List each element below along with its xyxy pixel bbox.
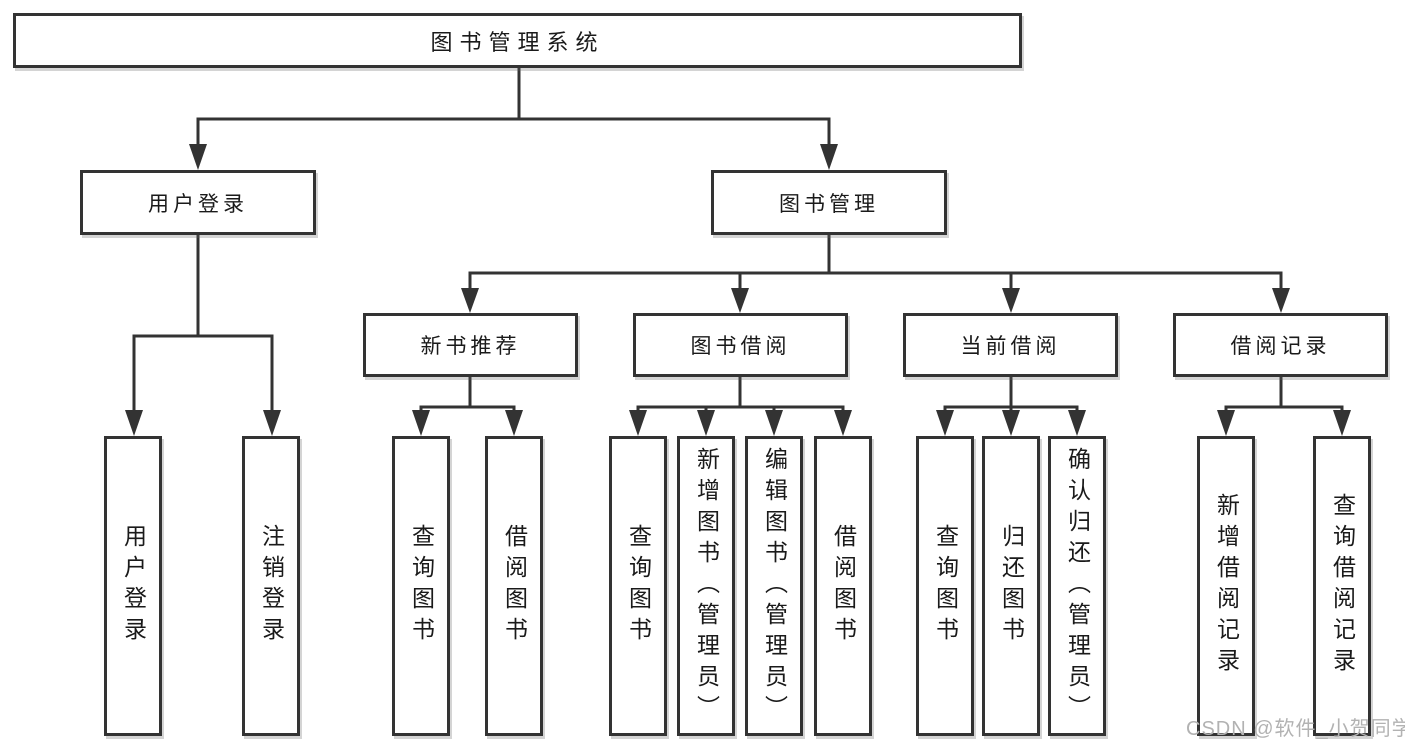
node-current-borrowing: 当前借阅 xyxy=(903,313,1118,377)
leaf-borrow-books-borrowing: 借阅图书 xyxy=(814,436,872,736)
leaf-edit-books-admin: 编辑图书（管理员） xyxy=(745,436,803,736)
leaf-return-books: 归还图书 xyxy=(982,436,1040,736)
leaf-query-books-recommend: 查询图书 xyxy=(392,436,450,736)
leaf-query-books-current: 查询图书 xyxy=(916,436,974,736)
node-new-book-recommendation: 新书推荐 xyxy=(363,313,578,377)
node-library-management-system: 图书管理系统 xyxy=(13,13,1022,68)
csdn-watermark: CSDN @软件_小贺同学 xyxy=(1186,718,1405,740)
leaf-query-books-borrowing: 查询图书 xyxy=(609,436,667,736)
leaf-user-login: 用户登录 xyxy=(104,436,162,736)
leaf-add-borrow-record: 新增借阅记录 xyxy=(1197,436,1255,736)
leaf-add-books-admin: 新增图书（管理员） xyxy=(677,436,735,736)
leaf-confirm-return-admin: 确认归还（管理员） xyxy=(1048,436,1106,736)
node-book-management: 图书管理 xyxy=(711,170,947,235)
arrowheads xyxy=(125,144,1351,436)
node-book-borrowing: 图书借阅 xyxy=(633,313,848,377)
node-user-login: 用户登录 xyxy=(80,170,316,235)
node-borrowing-records: 借阅记录 xyxy=(1173,313,1388,377)
leaf-borrow-books-recommend: 借阅图书 xyxy=(485,436,543,736)
leaf-logout-login: 注销登录 xyxy=(242,436,300,736)
leaf-query-borrow-record: 查询借阅记录 xyxy=(1313,436,1371,736)
